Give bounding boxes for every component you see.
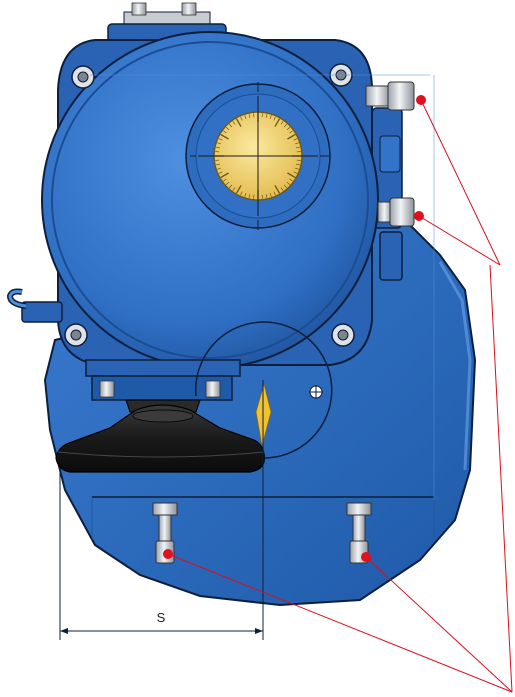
dial-tick bbox=[248, 113, 251, 118]
leader-lines bbox=[167, 99, 513, 693]
dial-tick bbox=[296, 146, 301, 149]
dial-tick bbox=[225, 181, 230, 186]
dial-tick bbox=[294, 142, 300, 145]
dial-tick bbox=[220, 172, 229, 179]
dial-tick bbox=[244, 192, 247, 198]
upper-screw-callout-dot bbox=[416, 95, 426, 105]
dial-tick bbox=[280, 121, 284, 125]
dial-tick bbox=[223, 178, 227, 182]
dimension-s: S bbox=[60, 610, 263, 634]
dial-tick bbox=[269, 114, 272, 120]
dial-tick bbox=[228, 184, 233, 189]
dial-tick bbox=[273, 191, 276, 196]
dial-tick bbox=[265, 113, 268, 118]
side-crank-stub bbox=[6, 288, 63, 323]
dial-tick bbox=[286, 181, 291, 186]
dial-tick bbox=[215, 163, 220, 166]
gearbox-bottom-flange bbox=[91, 497, 435, 540]
dial-tick bbox=[240, 116, 243, 121]
lower-left-screw-callout-dot bbox=[163, 549, 173, 559]
callout-dots bbox=[163, 95, 426, 562]
dial-tick bbox=[283, 123, 288, 128]
dial-tick bbox=[220, 133, 229, 140]
handwheel bbox=[55, 404, 265, 473]
dial-tick bbox=[294, 167, 300, 170]
dial-tick bbox=[235, 118, 242, 127]
dial-tick bbox=[280, 187, 284, 191]
dial-tick bbox=[248, 194, 251, 199]
dial-tick bbox=[232, 121, 236, 125]
dial-tick bbox=[218, 138, 223, 141]
dial-tick bbox=[293, 138, 298, 141]
middle-side-screw bbox=[377, 197, 415, 227]
dial-tick bbox=[232, 187, 236, 191]
lower-right-screw-callout-dot bbox=[361, 552, 371, 562]
motor-cover-rim bbox=[51, 41, 369, 359]
dial-tick bbox=[225, 126, 230, 131]
gearbox-highlight bbox=[438, 261, 472, 471]
lower-left-adjust-screw bbox=[152, 502, 178, 564]
bolt-bottom-left bbox=[64, 323, 88, 347]
dial-tick bbox=[289, 130, 293, 134]
side-cable-entries bbox=[371, 107, 403, 281]
dial-tick bbox=[265, 194, 268, 199]
dial-tick bbox=[287, 133, 296, 140]
dimension-label: S bbox=[157, 610, 166, 625]
dial-tick bbox=[218, 171, 223, 174]
upper-side-screw bbox=[365, 81, 415, 111]
dial-tick bbox=[244, 114, 247, 120]
dial-tick bbox=[273, 116, 276, 121]
dial-tick bbox=[286, 126, 291, 131]
dial-tick bbox=[216, 142, 222, 145]
dial-tick bbox=[274, 185, 281, 194]
dial-tick bbox=[235, 185, 242, 194]
dial-tick bbox=[240, 191, 243, 196]
position-indicator bbox=[185, 82, 331, 230]
dial-tick bbox=[296, 163, 301, 166]
middle-screw-callout-dot bbox=[414, 211, 424, 221]
dial-tick bbox=[223, 130, 227, 134]
dial-tick bbox=[215, 146, 220, 149]
dial-tick bbox=[283, 184, 288, 189]
dial-tick bbox=[269, 192, 272, 198]
bolt-bottom-right bbox=[331, 323, 355, 347]
dial-tick bbox=[216, 167, 222, 170]
dial-tick bbox=[274, 118, 281, 127]
dial-tick bbox=[287, 172, 296, 179]
bolt-top-left bbox=[71, 65, 95, 89]
dial-tick bbox=[293, 171, 298, 174]
dial-tick bbox=[289, 178, 293, 182]
dial-tick bbox=[228, 123, 233, 128]
